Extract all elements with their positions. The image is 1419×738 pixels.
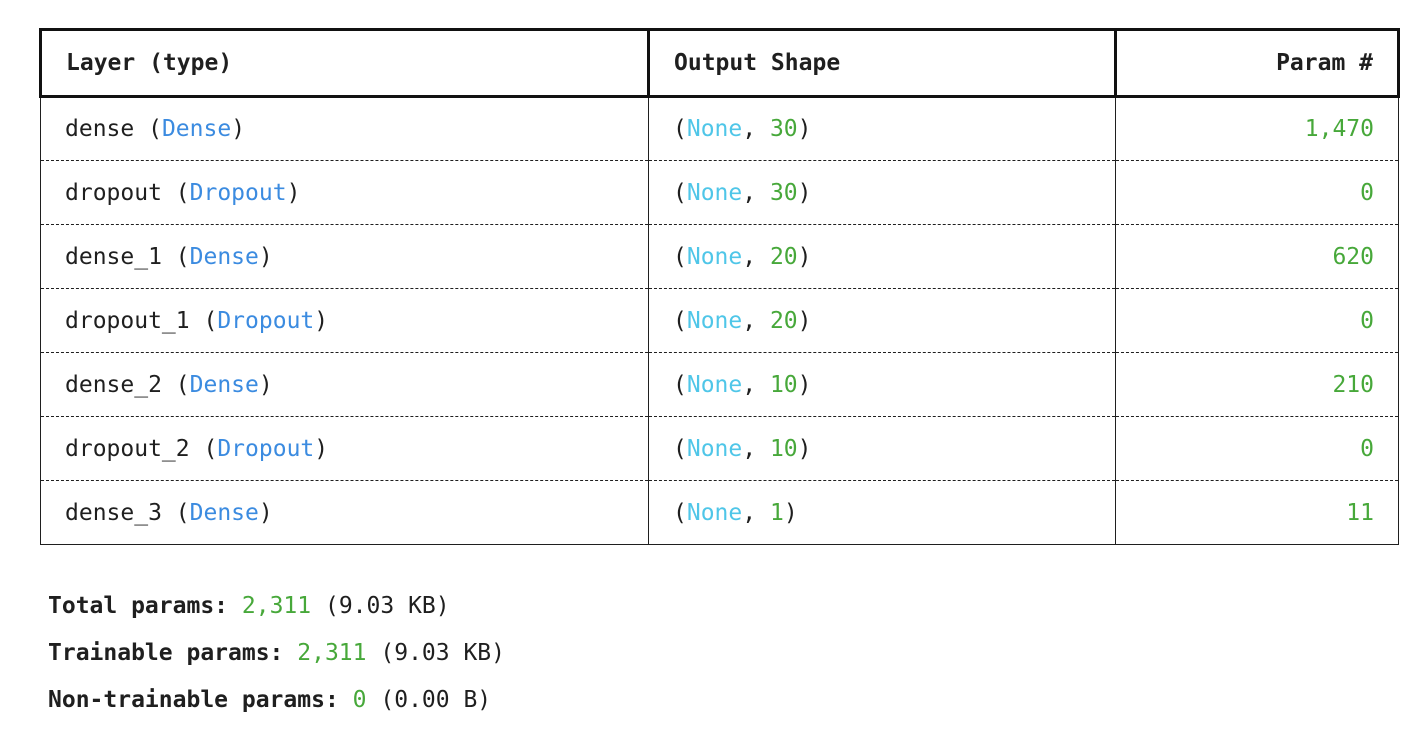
total-params-size: (9.03 KB) [324,593,450,619]
layer-type: Dropout [189,179,287,206]
total-params-value: 2,311 [241,593,312,619]
shape-batch-dim: None [686,179,743,206]
shape-units: 10 [769,371,798,398]
layer-type: Dense [189,243,259,270]
output-shape-cell: (None, 20) [648,224,1116,289]
header-layer-type: Layer (type) [39,28,650,98]
layer-type: Dense [161,116,232,142]
layer-cell: dense_2 (Dense) [40,352,649,417]
trainable-params-line: Trainable params: 2,311 (9.03 KB) [48,630,505,677]
layer-cell: dropout_1 (Dropout) [40,288,649,353]
shape-batch-dim: None [686,435,743,462]
param-count-cell: 1,470 [1115,96,1399,161]
param-count-cell: 0 [1115,288,1399,353]
layer-type: Dense [189,499,259,526]
header-row: Layer (type) Output Shape Param # [39,28,1400,98]
param-count-cell: 0 [1115,416,1399,481]
layer-name: dropout_1 [65,307,190,334]
non-trainable-params-value: 0 [352,687,367,713]
shape-batch-dim: None [686,116,743,142]
output-shape-cell: (None, 10) [648,352,1116,417]
layer-name: dropout_2 [65,435,190,462]
non-trainable-params-line: Non-trainable params: 0 (0.00 B) [48,677,505,724]
output-shape-cell: (None, 10) [648,416,1116,481]
layer-name: dense_3 [65,499,162,526]
layer-cell: dropout (Dropout) [40,160,649,225]
table-row: dropout (Dropout)(None, 30)0 [40,160,1399,225]
table-row: dense_1 (Dense)(None, 20)620 [40,224,1399,289]
table-row: dropout_2 (Dropout)(None, 10)0 [40,416,1399,481]
trainable-params-value: 2,311 [297,640,367,666]
layer-name: dense [65,116,135,142]
table-row: dense_3 (Dense)(None, 1)11 [40,480,1399,545]
model-summary-table: Layer (type) Output Shape Param # dense … [39,28,1400,545]
param-count-cell: 0 [1115,160,1399,225]
layer-type: Dropout [217,435,315,462]
param-totals: Total params: 2,311 (9.03 KB) Trainable … [48,583,505,724]
shape-batch-dim: None [686,499,743,526]
layer-name: dense_2 [65,371,162,398]
table-header: Layer (type) Output Shape Param # [39,28,1400,98]
trainable-params-label: Trainable params: [48,640,284,666]
table-row: dense (Dense)(None, 30)1,470 [40,96,1399,161]
shape-batch-dim: None [686,371,743,398]
table-row: dense_2 (Dense)(None, 10)210 [40,352,1399,417]
shape-units: 20 [769,307,798,334]
layer-cell: dense_1 (Dense) [40,224,649,289]
param-count-cell: 210 [1115,352,1399,417]
total-params-label: Total params: [48,593,229,619]
shape-units: 30 [769,116,798,142]
shape-units: 30 [769,179,798,206]
output-shape-cell: (None, 30) [648,96,1116,161]
trainable-params-size: (9.03 KB) [380,640,505,666]
shape-units: 20 [769,243,798,270]
layer-type: Dropout [217,307,315,334]
header-output-shape: Output Shape [647,28,1117,98]
param-count-cell: 620 [1115,224,1399,289]
layer-cell: dense_3 (Dense) [40,480,649,545]
shape-batch-dim: None [686,307,743,334]
layer-cell: dropout_2 (Dropout) [40,416,649,481]
layer-name: dense_1 [65,243,162,270]
shape-units: 1 [769,499,784,526]
layer-name: dropout [65,179,162,206]
total-params-line: Total params: 2,311 (9.03 KB) [48,583,505,630]
output-shape-cell: (None, 30) [648,160,1116,225]
param-count-cell: 11 [1115,480,1399,545]
non-trainable-params-size: (0.00 B) [380,687,492,713]
layer-type: Dense [189,371,259,398]
non-trainable-params-label: Non-trainable params: [48,687,339,713]
output-shape-cell: (None, 1) [648,480,1116,545]
header-param-count: Param # [1114,28,1400,98]
shape-units: 10 [769,435,798,462]
output-shape-cell: (None, 20) [648,288,1116,353]
table-row: dropout_1 (Dropout)(None, 20)0 [40,288,1399,353]
layer-cell: dense (Dense) [40,96,649,161]
shape-batch-dim: None [686,243,743,270]
